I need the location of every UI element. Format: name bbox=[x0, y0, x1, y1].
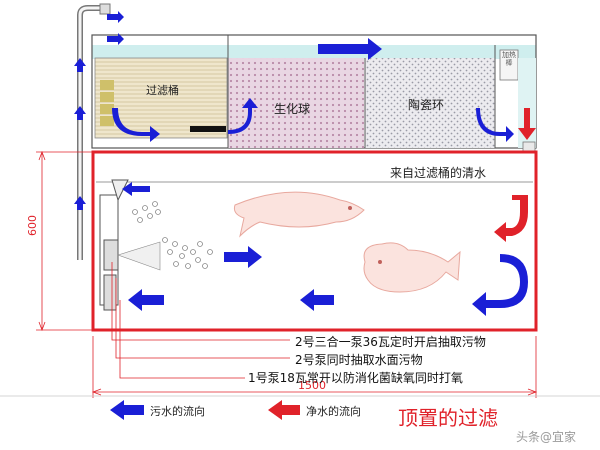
legend-clean-arrow bbox=[268, 400, 300, 420]
watermark: 头条@宜家 bbox=[516, 430, 577, 444]
bucket-grate bbox=[190, 126, 226, 132]
intake-pipe bbox=[77, 3, 111, 260]
diagram-title: 顶置的过滤 bbox=[398, 406, 498, 430]
legend-dirty-label: 污水的流向 bbox=[150, 405, 205, 418]
dimension-lines bbox=[36, 150, 538, 398]
flowerhorn-fish bbox=[363, 242, 461, 293]
callout-lines bbox=[111, 262, 290, 379]
top-flow-arrow bbox=[318, 38, 382, 60]
legend-dirty-arrow bbox=[110, 400, 144, 420]
arowana-fish bbox=[233, 191, 365, 238]
clean-water-label: 来自过滤桶的清水 bbox=[390, 166, 487, 180]
air-bubbles bbox=[132, 201, 213, 269]
pump-note-2: 2号泵同时抽取水面污物 bbox=[295, 353, 423, 367]
pump-2 bbox=[103, 239, 119, 271]
sponge-bars bbox=[100, 80, 114, 126]
legend-clean-label: 净水的流向 bbox=[306, 405, 361, 418]
pump-1 bbox=[103, 274, 117, 311]
heater-label: 加热棒 bbox=[502, 51, 516, 67]
top-filter-box bbox=[91, 34, 537, 165]
clean-flow-arrows bbox=[268, 108, 536, 420]
pump-note-1: 2号三合一泵36瓦定时开启抽取污物 bbox=[295, 335, 486, 349]
pump-note-3: 1号泵18瓦常开以防消化菌缺氧同时打氧 bbox=[248, 371, 463, 385]
height-dimension: 600 bbox=[26, 215, 39, 236]
dirty-flow-arrows bbox=[74, 11, 528, 420]
width-dimension: 1500 bbox=[298, 379, 326, 392]
surface-skimmer bbox=[111, 179, 129, 202]
top-water-surface bbox=[92, 45, 536, 59]
filter-bucket-label: 过滤桶 bbox=[146, 84, 179, 97]
ceramic-rings-label: 陶瓷环 bbox=[408, 98, 445, 112]
bio-balls-label: 生化球 bbox=[274, 102, 311, 116]
